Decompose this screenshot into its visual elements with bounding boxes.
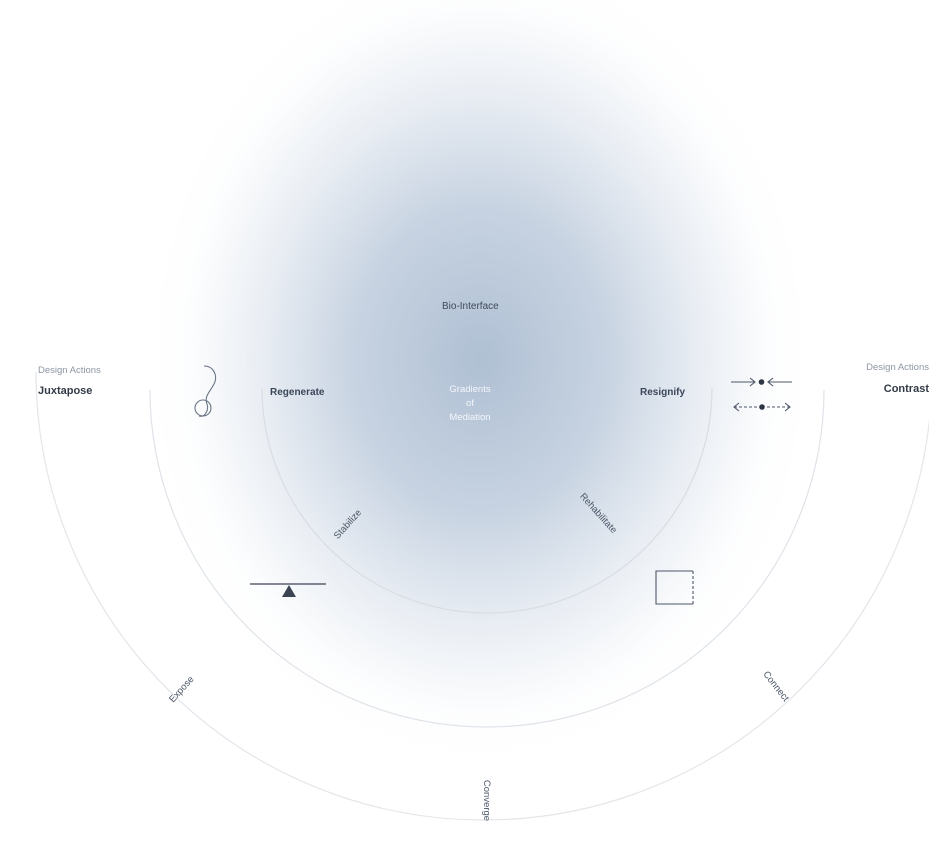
left-action-title: Juxtapose <box>38 385 93 397</box>
arrow-dot-top <box>758 379 765 385</box>
balance-scale-icon <box>250 583 326 597</box>
arrow-dot-bottom <box>759 404 765 410</box>
right-action-title: Contrast <box>883 383 929 395</box>
arrows-converge-diverge-icon <box>731 377 792 412</box>
center-title-line-2: of <box>466 398 474 409</box>
middle-ring <box>149 389 825 728</box>
converge-label: Converge <box>481 779 493 822</box>
inner-ring <box>261 387 713 614</box>
dashed-square-icon <box>655 570 694 605</box>
center-title-line-1: Gradients <box>449 384 491 395</box>
outer-ring <box>35 371 929 821</box>
center-title: Gradients of Mediation <box>440 383 500 425</box>
right-action-kicker: Design Actions <box>866 362 929 373</box>
center-title-line-3: Mediation <box>449 412 491 423</box>
left-action-kicker: Design Actions <box>38 365 101 376</box>
loop-knot-icon <box>194 365 217 417</box>
resignify-label: Resignify <box>640 387 686 398</box>
bio-interface-label: Bio-Interface <box>442 301 499 312</box>
regenerate-label: Regenerate <box>270 387 325 398</box>
